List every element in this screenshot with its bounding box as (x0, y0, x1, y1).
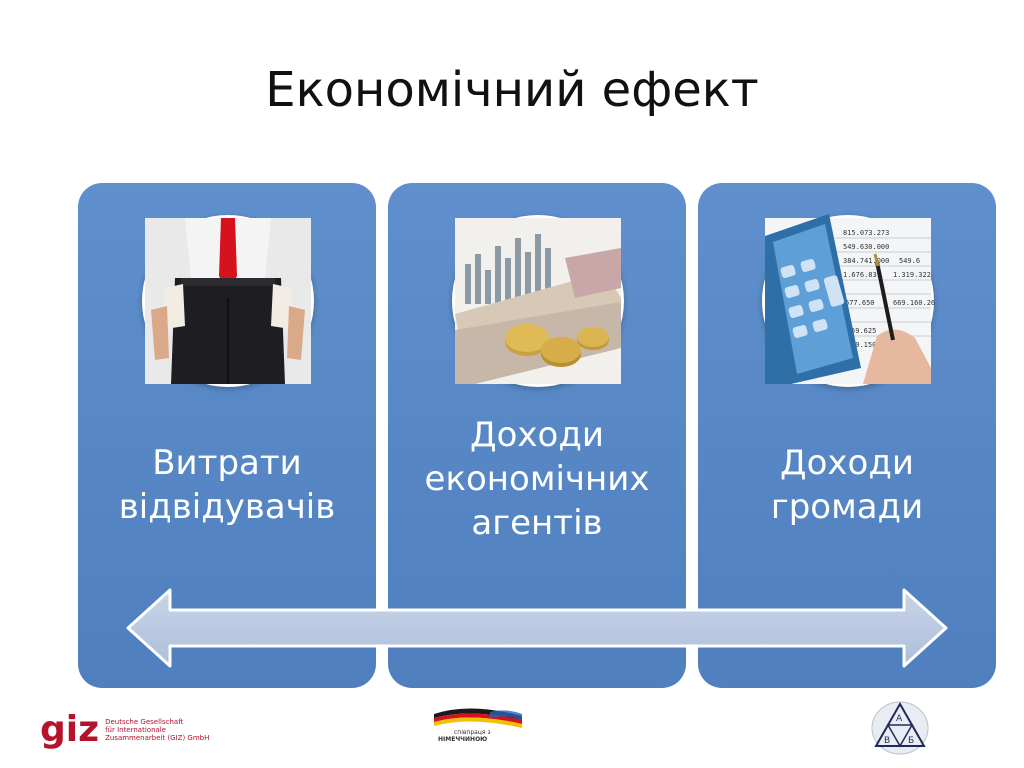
abv-logo: А В Б (871, 701, 929, 755)
abv-letter: Б (908, 736, 914, 746)
cooperation-line1: співпраця з (454, 729, 491, 736)
sheet-number: 10.150 (851, 341, 876, 349)
slide-title: Економічний ефект (265, 62, 759, 118)
sheet-number: 384.741.000 (843, 257, 889, 265)
caption-line: Доходи (780, 443, 914, 483)
caption-line: економічних (424, 459, 650, 499)
sheet-number: 1.319.322 (893, 271, 931, 279)
abv-letter: В (884, 736, 890, 746)
double-arrow-icon (126, 588, 948, 668)
panel-visitor-spending: Витрати відвідувачів (78, 183, 376, 688)
giz-mark: giz (40, 709, 100, 750)
caption-economic-agents-income: Доходи економічних агентів (396, 413, 678, 545)
caption-line: громади (770, 487, 924, 527)
cooperation-line2: НІМЕЧЧИНОЮ (438, 736, 487, 743)
cooperation-germany-logo: співпраця з НІМЕЧЧИНОЮ (434, 708, 522, 743)
sheet-number: 1.676.839 (843, 271, 881, 279)
abv-letter: А (896, 714, 903, 724)
sheet-number: 815.073.273 (843, 229, 889, 237)
panel-economic-agents-income: Доходи економічних агентів (388, 183, 686, 688)
giz-name-line: Zusammenarbeit (GIZ) GmbH (105, 734, 210, 742)
sheet-number: 549.630.000 (843, 243, 889, 251)
panel-community-income: 815.073.273 549.630.000 384.741.000 1.67… (698, 183, 996, 688)
caption-line: відвідувачів (118, 487, 336, 527)
money-coins-photo (452, 215, 624, 387)
giz-name: Deutsche Gesellschaft für Internationale… (105, 718, 209, 742)
sheet-number: 677.650 (845, 299, 875, 307)
caption-line: Витрати (152, 443, 302, 483)
empty-pockets-photo (142, 215, 314, 387)
caption-visitor-spending: Витрати відвідувачів (86, 441, 368, 529)
caption-community-income: Доходи громади (706, 441, 988, 529)
calculator-photo: 815.073.273 549.630.000 384.741.000 1.67… (762, 214, 935, 387)
giz-name-line: Deutsche Gesellschaft (105, 718, 184, 726)
caption-line: агентів (471, 503, 603, 543)
giz-name-line: für Internationale (105, 726, 167, 734)
caption-line: Доходи (470, 415, 604, 455)
sheet-number: 549.6 (899, 257, 920, 265)
sheet-number: 59.625 (851, 327, 876, 335)
sheet-number: 669.160.26 (893, 299, 935, 307)
giz-logo: giz Deutsche Gesellschaft für Internatio… (40, 712, 209, 748)
